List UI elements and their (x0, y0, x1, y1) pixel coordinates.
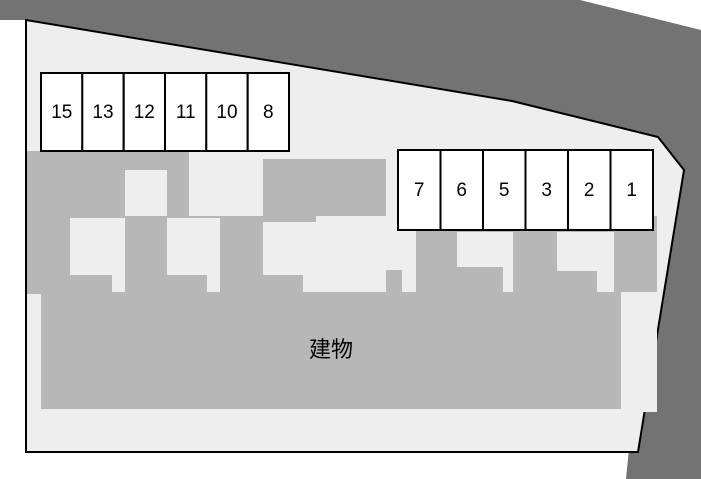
slot-number: 2 (584, 180, 595, 201)
parking-row-right: 7 6 5 3 2 1 (397, 149, 654, 231)
slot-number: 1 (626, 180, 637, 201)
parking-slot: 12 (122, 72, 166, 152)
slot-number: 3 (541, 180, 552, 201)
slot-number: 13 (92, 102, 113, 123)
parking-slot: 1 (609, 149, 654, 231)
slot-number: 8 (263, 102, 274, 123)
parking-slot: 15 (40, 72, 84, 152)
parking-slot: 2 (567, 149, 612, 231)
slot-number: 11 (176, 102, 196, 123)
parking-slot: 8 (246, 72, 290, 152)
slot-number: 15 (51, 102, 72, 123)
parking-slot: 3 (524, 149, 569, 231)
slot-number: 12 (134, 102, 155, 123)
parking-slot: 13 (81, 72, 125, 152)
slot-number: 6 (456, 180, 467, 201)
slot-number: 10 (216, 102, 237, 123)
building-label: 建物 (309, 338, 353, 363)
parking-slot: 6 (439, 149, 484, 231)
parking-slot: 10 (205, 72, 249, 152)
slot-number: 5 (499, 180, 510, 201)
slot-number: 7 (414, 180, 425, 201)
parking-slot: 11 (164, 72, 208, 152)
parking-row-top: 15 13 12 11 10 8 (40, 72, 290, 152)
parking-slot: 5 (482, 149, 527, 231)
parking-slot: 7 (397, 149, 442, 231)
